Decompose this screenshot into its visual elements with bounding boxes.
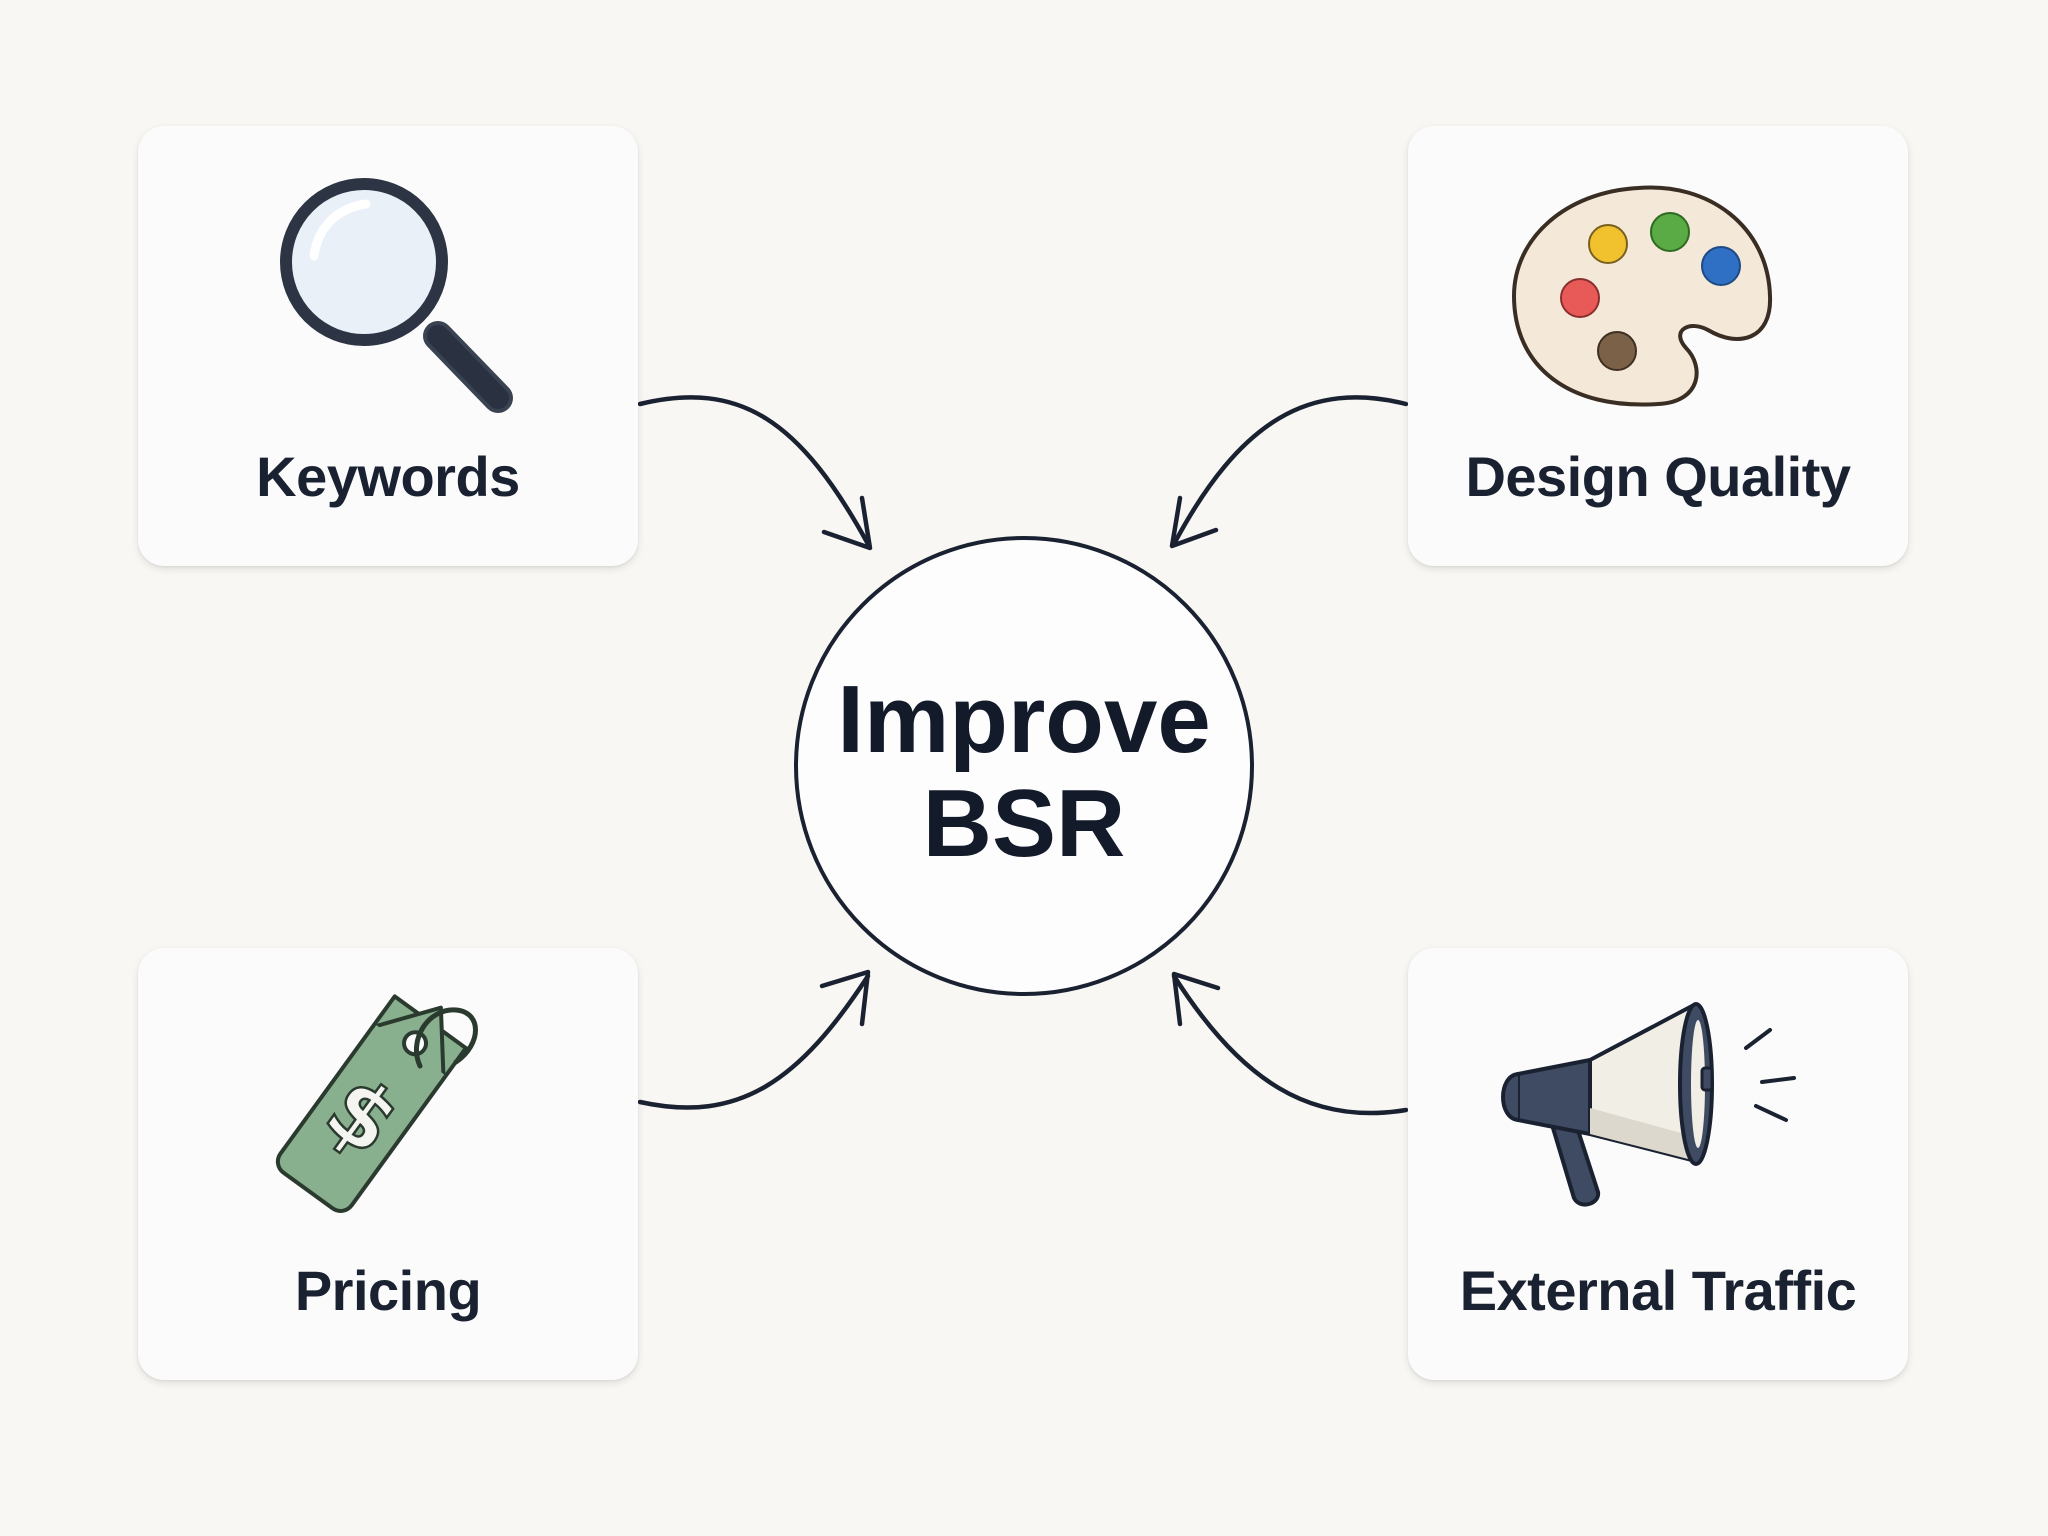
megaphone-icon <box>1501 1002 1796 1207</box>
arrow-design-to-center <box>1171 395 1409 547</box>
center-node-improve-bsr: Improve BSR <box>794 536 1254 996</box>
center-label-line2: BSR <box>922 770 1126 877</box>
center-node-label: Improve BSR <box>798 668 1250 876</box>
node-label-keywords: Keywords <box>256 445 520 508</box>
node-label-external-traffic: External Traffic <box>1459 1259 1857 1322</box>
arrowhead-pricing <box>819 969 871 1027</box>
node-card-pricing: $ Pricing <box>138 948 638 1380</box>
node-card-keywords: Keywords <box>138 126 638 566</box>
magnifying-glass-icon <box>280 178 513 413</box>
arrowhead-traffic <box>1171 971 1221 1027</box>
node-label-design-quality: Design Quality <box>1465 445 1851 508</box>
arrow-keywords-to-center <box>637 395 871 547</box>
node-label-pricing: Pricing <box>294 1259 482 1322</box>
node-card-design-quality: Design Quality <box>1408 126 1908 566</box>
arrowhead-keywords <box>821 495 873 551</box>
paint-palette-icon <box>1511 185 1773 407</box>
arrow-traffic-to-center <box>1171 973 1409 1116</box>
arrowhead-design <box>1169 495 1219 549</box>
center-label-line1: Improve <box>837 666 1211 773</box>
node-card-external-traffic: External Traffic <box>1408 948 1908 1380</box>
arrow-pricing-to-center <box>637 973 871 1110</box>
price-tag-icon: $ <box>275 994 478 1213</box>
